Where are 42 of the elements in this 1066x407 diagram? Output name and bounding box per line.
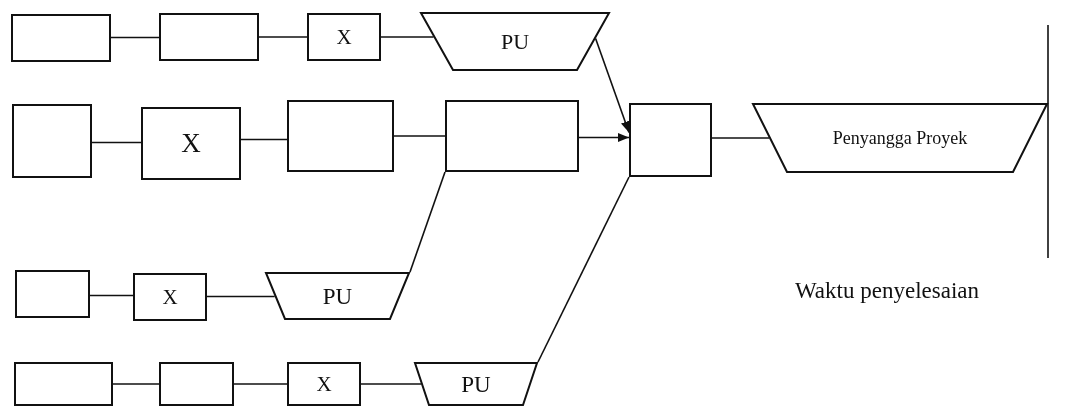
connector-line [258, 36, 308, 38]
node-label: X [336, 26, 352, 48]
buffer-trapezoid [265, 272, 410, 320]
node-label: PU [322, 284, 353, 308]
buffer-trapezoid [420, 12, 610, 71]
task-box [159, 362, 234, 406]
connector-line [112, 383, 160, 385]
connector-line [409, 171, 446, 273]
task-box [287, 100, 394, 172]
arrow [594, 37, 630, 134]
connector-line [537, 176, 630, 363]
node-label: X [181, 130, 201, 157]
node-label: Penyangga Proyek [832, 129, 968, 147]
completion-time-label: Waktu penyelesaian [795, 278, 979, 304]
task-box [629, 103, 712, 177]
task-box [11, 14, 111, 62]
node-label: X [316, 373, 332, 395]
task-box [15, 270, 90, 318]
activity-box [141, 107, 241, 180]
connector-line [206, 295, 276, 298]
node-label: PU [461, 372, 491, 396]
buffer-trapezoid [752, 103, 1048, 173]
activity-box [307, 13, 381, 61]
connector-line [240, 138, 288, 141]
task-box [445, 100, 579, 172]
connector-line [89, 294, 134, 297]
task-box [159, 13, 259, 61]
node-label: X [162, 286, 178, 308]
activity-box [287, 362, 361, 406]
connector-line [233, 383, 288, 385]
connector-line [393, 135, 446, 137]
connector-line [360, 383, 422, 385]
arrow [578, 133, 630, 142]
task-box [12, 104, 92, 178]
task-box [14, 362, 113, 406]
connector-line [91, 141, 142, 144]
connector-line [711, 137, 770, 139]
connector-line [380, 36, 435, 38]
buffer-trapezoid [414, 362, 538, 406]
connector-line [110, 36, 160, 39]
node-label: PU [500, 30, 530, 53]
activity-box [133, 273, 207, 321]
